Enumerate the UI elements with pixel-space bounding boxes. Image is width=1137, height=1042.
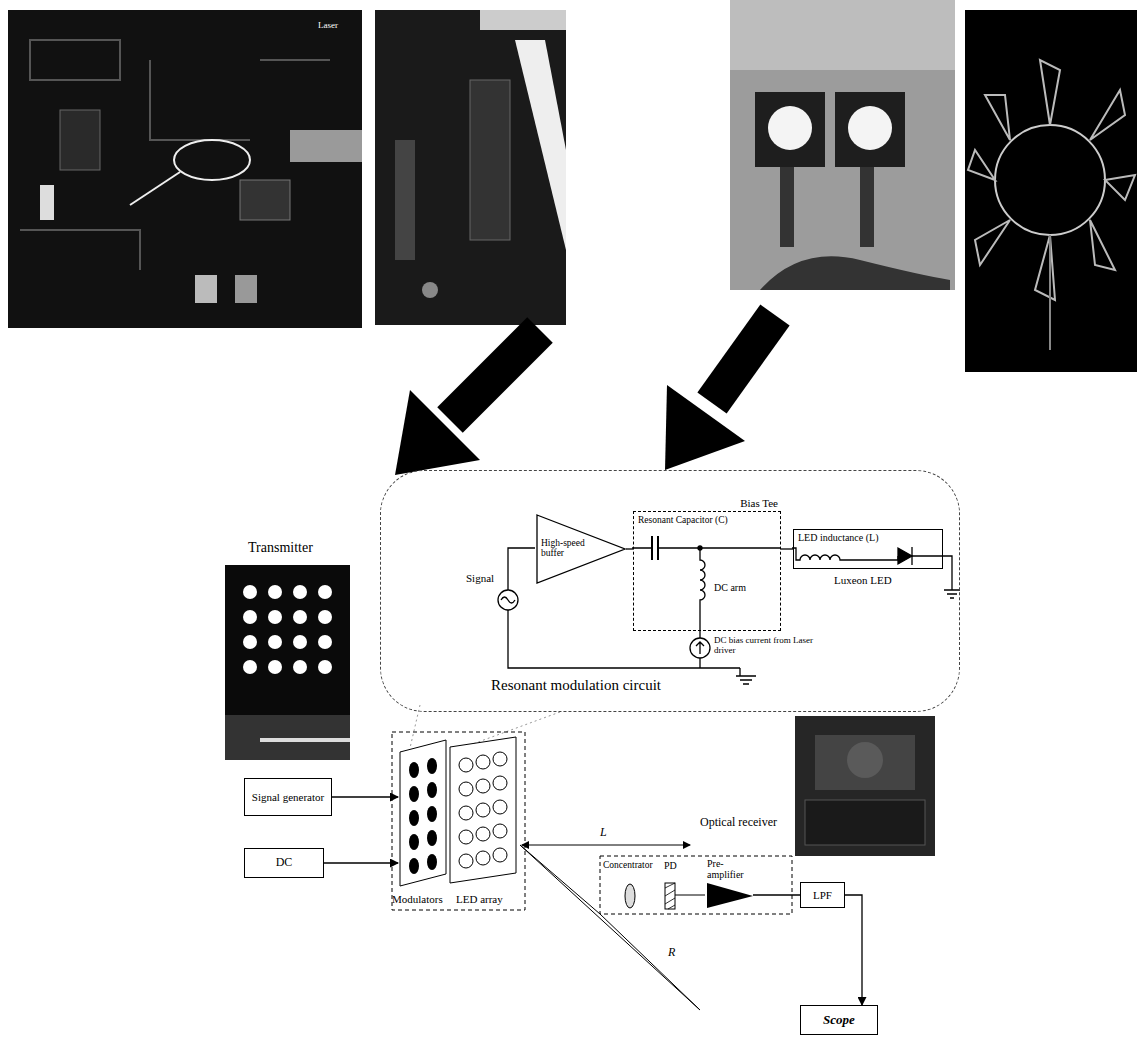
link-geometry: [520, 845, 700, 1010]
photo-luxeon-leds: [730, 0, 955, 290]
component-label: Resonant Capacitor (C): [638, 515, 728, 526]
process-box: Scope: [800, 1005, 878, 1035]
box-label: DC: [276, 856, 293, 870]
bias-tee-box: Bias TeeResonant Capacitor (C)DC arm: [633, 511, 781, 631]
dimension-label: L: [600, 826, 607, 840]
modulator-panel: Modulators: [398, 738, 448, 888]
wire: [675, 895, 705, 896]
photo-modulator-board: [375, 10, 566, 325]
connector: [626, 548, 633, 549]
component-note: DC bias current from Laser driver: [714, 636, 824, 656]
connector: [753, 894, 800, 895]
amplifier-label: High-speed buffer: [541, 538, 591, 559]
signal-name: Signal: [466, 572, 494, 585]
shape-outline: [398, 738, 448, 888]
component-label: Luxeon LED: [834, 574, 892, 587]
part-name: Concentrator: [603, 860, 653, 871]
shape-outline: [448, 735, 518, 885]
box-label: Scope: [823, 1013, 855, 1028]
part-name: PD: [664, 860, 677, 872]
box-label: LPF: [813, 889, 832, 902]
connector: [781, 548, 793, 549]
pointer-arrow: [395, 315, 775, 475]
connector: [332, 796, 398, 797]
process-box: DC: [244, 848, 324, 878]
photo-transmitter: [225, 565, 350, 760]
part-name: Laser: [318, 20, 338, 30]
photo-caption: Transmitter: [248, 540, 313, 556]
component-label: LED inductance (L): [798, 532, 879, 544]
dimension-label: R: [668, 946, 675, 960]
component-label: DC arm: [714, 582, 746, 594]
photo-caption: Optical receiver: [700, 816, 777, 830]
led-array-panel: LED array: [448, 735, 518, 885]
connector: [845, 895, 862, 1005]
callout-region: Resonant modulation circuit High-speed bu…: [380, 470, 960, 712]
panel-label: LED array: [456, 893, 503, 906]
connector: [324, 862, 398, 863]
amplifier-label: Pre-amplifier: [707, 858, 753, 880]
photo-receiver: [795, 716, 935, 856]
buffer-amplifier: High-speed buffer: [536, 514, 626, 584]
box-label: Signal generator: [249, 791, 327, 804]
concentrator-lens: [625, 884, 635, 908]
receiver-frame: [600, 856, 792, 914]
process-box: LPF: [800, 882, 845, 908]
callout-title: Resonant modulation circuit: [491, 677, 661, 694]
block-heading: Bias Tee: [740, 497, 778, 510]
transmitter-frame: [392, 732, 525, 910]
preamplifier: Pre-amplifier: [705, 858, 755, 908]
led-model-box: LED inductance (L)Luxeon LED: [793, 529, 943, 569]
photodiode: [665, 883, 675, 909]
photodiode-hatch: [665, 883, 675, 909]
photo-led-cluster: [965, 10, 1137, 372]
photo-laser-driver: [8, 10, 362, 328]
process-box: Signal generator: [244, 778, 332, 816]
panel-label: Modulators: [392, 893, 443, 906]
